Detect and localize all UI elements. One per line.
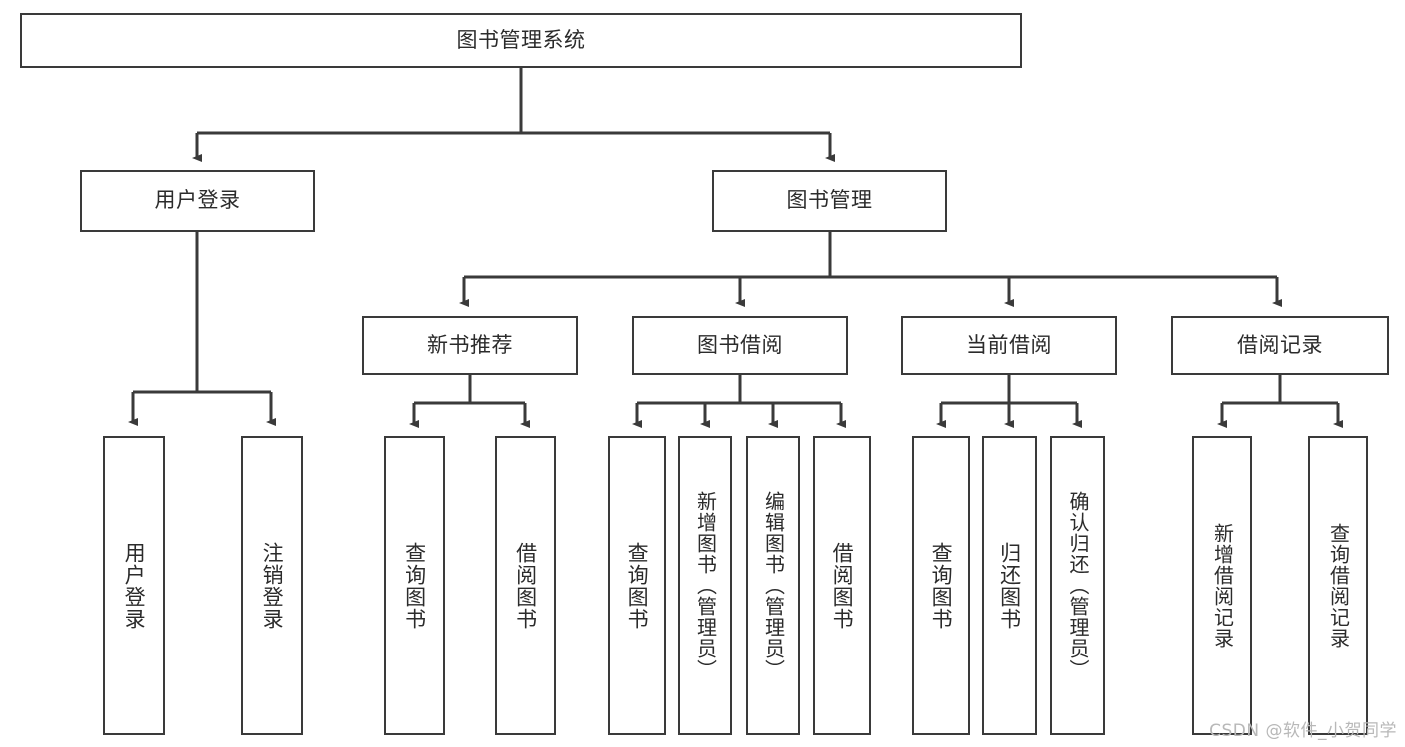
leaf-new-book-query[interactable]: 查询图书: [384, 436, 445, 735]
leaf-book-borrow-borrow[interactable]: 借阅图书: [813, 436, 871, 735]
leaf-label: 新增图书（管理员）: [693, 491, 718, 680]
node-label: 借阅记录: [1237, 332, 1323, 357]
node-label: 图书管理系统: [456, 27, 586, 52]
leaf-label: 编辑图书（管理员）: [761, 491, 786, 680]
node-book-borrow[interactable]: 图书借阅: [632, 316, 848, 375]
leaf-current-borrow-confirm[interactable]: 确认归还（管理员）: [1050, 436, 1105, 735]
leaf-label: 借阅图书: [513, 541, 538, 630]
leaf-label: 用户登录: [122, 541, 147, 630]
leaf-user-login-login[interactable]: 用户登录: [103, 436, 165, 735]
leaf-borrow-record-query[interactable]: 查询借阅记录: [1308, 436, 1368, 735]
leaf-new-book-borrow[interactable]: 借阅图书: [495, 436, 556, 735]
leaf-label: 注销登录: [260, 541, 285, 630]
node-borrow-record[interactable]: 借阅记录: [1171, 316, 1389, 375]
leaf-book-borrow-add[interactable]: 新增图书（管理员）: [678, 436, 732, 735]
node-label: 图书管理: [786, 188, 873, 213]
leaf-book-borrow-edit[interactable]: 编辑图书（管理员）: [746, 436, 800, 735]
node-label: 当前借阅: [966, 332, 1052, 357]
node-book-management[interactable]: 图书管理: [712, 170, 947, 232]
leaf-label: 查询图书: [929, 541, 954, 630]
node-current-borrow[interactable]: 当前借阅: [901, 316, 1117, 375]
leaf-label: 确认归还（管理员）: [1066, 491, 1090, 680]
node-root-system[interactable]: 图书管理系统: [20, 13, 1022, 68]
node-user-login[interactable]: 用户登录: [80, 170, 315, 232]
leaf-user-login-logout[interactable]: 注销登录: [241, 436, 303, 735]
leaf-label: 查询借阅记录: [1326, 522, 1351, 649]
leaf-label: 查询图书: [402, 541, 427, 630]
leaf-label: 查询图书: [625, 541, 650, 630]
leaf-borrow-record-add[interactable]: 新增借阅记录: [1192, 436, 1252, 735]
leaf-label: 新增借阅记录: [1210, 522, 1235, 649]
leaf-current-borrow-query[interactable]: 查询图书: [912, 436, 970, 735]
node-label: 图书借阅: [697, 332, 783, 357]
node-new-book-recommend[interactable]: 新书推荐: [362, 316, 578, 375]
node-label: 用户登录: [154, 188, 241, 213]
leaf-label: 借阅图书: [830, 541, 855, 630]
leaf-current-borrow-return[interactable]: 归还图书: [982, 436, 1037, 735]
leaf-book-borrow-query[interactable]: 查询图书: [608, 436, 666, 735]
node-label: 新书推荐: [427, 332, 513, 357]
leaf-label: 归还图书: [997, 541, 1022, 630]
